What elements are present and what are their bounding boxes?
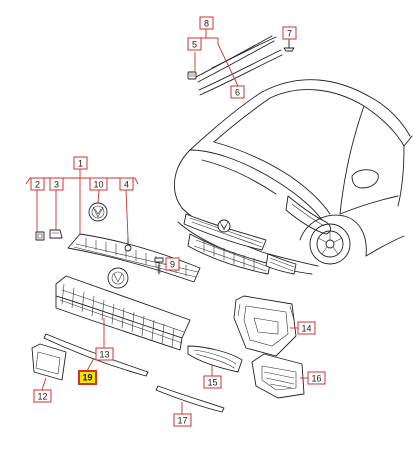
callout-label: 3 <box>54 180 59 190</box>
licence-plate-holder <box>31 343 67 381</box>
callout-label: 19 <box>82 373 92 383</box>
callout-label: 2 <box>35 180 40 190</box>
callout-label: 14 <box>301 324 311 334</box>
callout-15[interactable]: 15 <box>203 375 222 389</box>
callout-2[interactable]: 2 <box>30 177 45 191</box>
callout-label: 7 <box>287 29 292 39</box>
callout-12[interactable]: 12 <box>33 389 52 403</box>
car-body <box>174 79 413 275</box>
clip-3 <box>49 229 63 239</box>
callout-label: 17 <box>177 416 187 426</box>
callout-17[interactable]: 17 <box>173 413 192 427</box>
callout-label: 5 <box>192 40 197 50</box>
callout-3[interactable]: 3 <box>49 177 64 191</box>
callout-label: 15 <box>207 378 217 388</box>
screw-4 <box>124 237 132 252</box>
callout-label: 9 <box>170 260 175 270</box>
clip-2 <box>35 231 45 241</box>
screw-9 <box>154 257 164 275</box>
trim-strip-17 <box>155 385 225 413</box>
air-guide-14 <box>233 295 297 357</box>
callout-label: 4 <box>124 180 129 190</box>
callout-label: 1 <box>78 159 83 169</box>
callout-label: 16 <box>311 374 321 384</box>
callout-6[interactable]: 6 <box>230 85 245 99</box>
callout-label: 6 <box>235 88 240 98</box>
fog-light-grille-15 <box>187 345 243 373</box>
callout-4[interactable]: 4 <box>119 177 134 191</box>
trim-clip-5 <box>187 71 197 80</box>
vw-emblem <box>88 202 108 222</box>
callout-8[interactable]: 8 <box>199 16 214 30</box>
radiator-grille <box>67 233 201 289</box>
callout-10[interactable]: 10 <box>89 177 108 191</box>
callout-14[interactable]: 14 <box>297 321 316 335</box>
callout-label: 12 <box>37 392 47 402</box>
callout-7[interactable]: 7 <box>282 26 297 40</box>
callout-label: 13 <box>99 350 109 360</box>
callout-1[interactable]: 1 <box>73 156 88 170</box>
callout-9[interactable]: 9 <box>165 257 180 271</box>
callout-16[interactable]: 16 <box>307 371 326 385</box>
trim-bolt-7 <box>283 39 295 52</box>
fog-light-insert-16 <box>251 353 305 399</box>
leader-lines <box>25 28 308 414</box>
callout-5[interactable]: 5 <box>187 37 202 51</box>
callout-19[interactable]: 19 <box>78 370 97 385</box>
roof-trim-strips <box>195 35 283 96</box>
callout-label: 8 <box>204 19 209 29</box>
lower-grille <box>55 275 191 351</box>
callout-13[interactable]: 13 <box>95 347 114 361</box>
callout-label: 10 <box>93 180 103 190</box>
